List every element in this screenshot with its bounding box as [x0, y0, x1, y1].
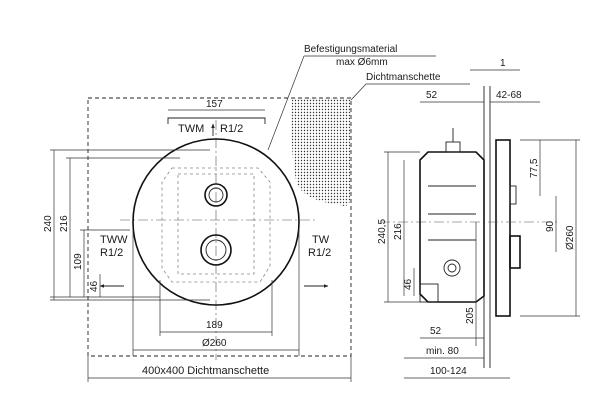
- dim-240: 240: [43, 215, 54, 232]
- sleeve-outline: [87, 97, 352, 357]
- dim-216: 216: [59, 215, 70, 232]
- dim-diameter-260-side: Ø260: [565, 225, 576, 250]
- note-max: max Ø6mm: [336, 57, 388, 68]
- dim-46: 46: [89, 280, 100, 292]
- cover-plate-side: [495, 139, 511, 317]
- dim-216-side: 216: [393, 223, 404, 240]
- dim-157: 157: [206, 99, 223, 110]
- cover-circle: [132, 138, 300, 306]
- note-befestigung: Befestigungsmaterial: [304, 44, 397, 55]
- dim-189: 189: [206, 320, 223, 331]
- note-dichtmanschette: Dichtmanschette: [366, 72, 441, 83]
- dim-1: 1: [500, 58, 506, 69]
- inner-body: [161, 167, 271, 283]
- dim-109: 109: [73, 253, 84, 270]
- dim-77-5: 77,5: [529, 158, 540, 178]
- port-twm-label: TWM: [178, 123, 204, 135]
- dim-240-5: 240,5: [377, 219, 388, 244]
- dim-46-side: 46: [403, 278, 414, 290]
- dim-min-80: min. 80: [426, 346, 459, 357]
- dim-90: 90: [545, 220, 556, 232]
- dim-52-bottom: 52: [430, 326, 442, 337]
- port-tw-thread: R1/2: [308, 247, 331, 259]
- box-body: [419, 151, 485, 303]
- upper-knob: [204, 183, 228, 207]
- hatch-area: [291, 98, 352, 206]
- dim-100-124: 100-124: [430, 366, 467, 377]
- dim-diameter-260: Ø260: [202, 338, 227, 349]
- dim-52-top: 52: [426, 90, 438, 101]
- port-tw-label: TW: [312, 234, 330, 246]
- dim-42-68: 42-68: [496, 90, 522, 101]
- port-tww-thread: R1/2: [100, 247, 123, 259]
- front-view: TWM R1/2 157 TWW R1/2 TW R1/2 240 216 10…: [43, 97, 352, 382]
- dim-frame: 400x400 Dichtmanschette: [142, 365, 269, 377]
- dim-205: 205: [465, 307, 476, 324]
- side-view: Befestigungsmaterial max Ø6mm Dichtmansc…: [267, 44, 580, 379]
- port-tww-label: TWW: [100, 234, 128, 246]
- port-twm-thread: R1/2: [220, 123, 243, 135]
- lower-knob: [200, 234, 232, 266]
